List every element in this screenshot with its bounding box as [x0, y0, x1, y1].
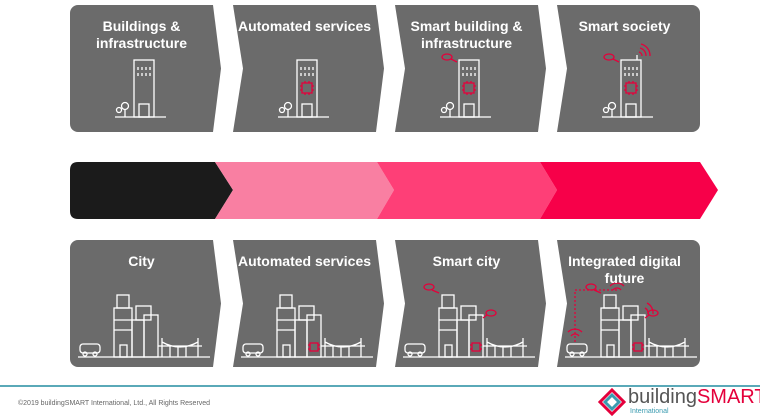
logo-subtext: International: [630, 408, 669, 415]
bottom-row-card: City: [70, 240, 221, 367]
progress-segment-4: [540, 162, 718, 219]
card-title: Integrated digital future: [568, 253, 681, 286]
top-row-card: Buildings & infrastructure: [70, 5, 221, 132]
progress-segment-3: [377, 162, 557, 219]
card-title: Smart city: [432, 253, 501, 269]
city-icon: [241, 294, 373, 358]
logo-text: buildingSMART: [628, 386, 760, 408]
building-icon: [278, 59, 329, 118]
city-icon: [403, 283, 535, 358]
card-title: City: [128, 253, 155, 269]
bottom-row-card: Automated services: [233, 240, 384, 367]
card-title: Automated services: [237, 18, 372, 34]
building-icon: [440, 53, 491, 118]
logo-mark-icon: [598, 388, 626, 416]
progress-segment-1: [70, 162, 233, 219]
progress-segment-2: [215, 162, 394, 219]
top-row-card: Smart building & infrastructure: [395, 5, 546, 132]
top-row-card: Smart society: [557, 5, 700, 132]
building-icon: [602, 43, 653, 118]
copyright-text: ©2019 buildingSMART International, Ltd.,…: [18, 400, 211, 407]
top-row-card: Automated services: [233, 5, 384, 132]
footer-divider: [0, 385, 760, 387]
building-icon: [115, 59, 166, 118]
bottom-row-card: Integrated digital future: [557, 240, 700, 367]
card-title: Buildings & infrastructure: [95, 18, 188, 51]
card-title: Smart society: [578, 18, 671, 34]
city-icon: [565, 282, 697, 358]
card-title: Automated services: [237, 253, 372, 269]
card-title: Smart building & infrastructure: [410, 18, 523, 51]
bottom-row-card: Smart city: [395, 240, 546, 367]
city-icon: [78, 294, 210, 358]
buildingsmart-logo: buildingSMART International: [598, 386, 760, 418]
